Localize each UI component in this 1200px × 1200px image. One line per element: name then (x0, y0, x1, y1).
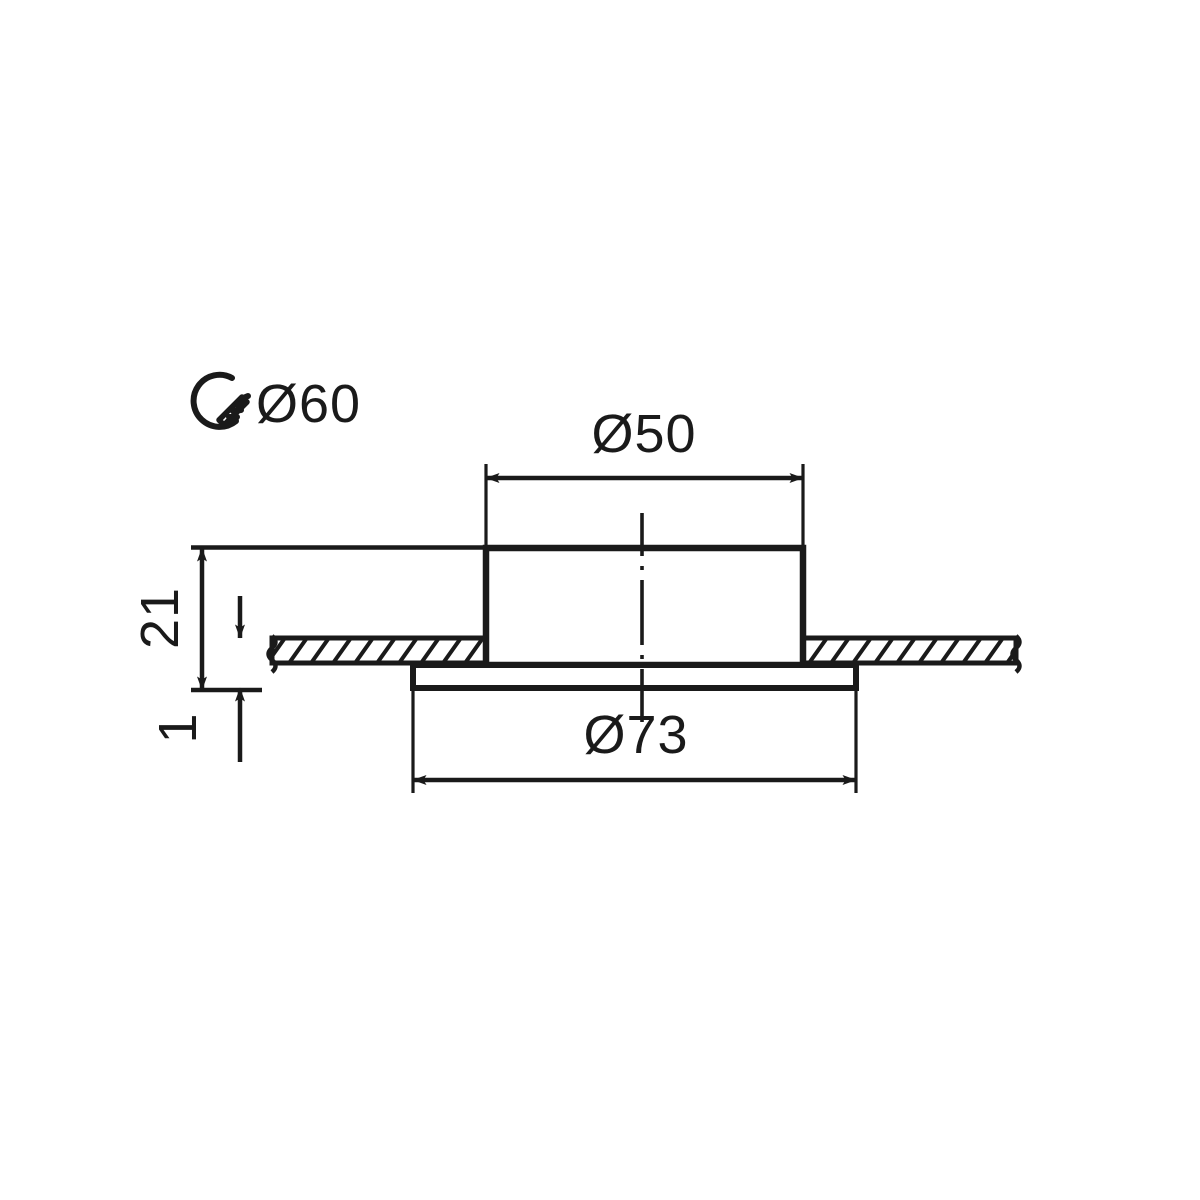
break-line-right (1010, 634, 1022, 674)
inner-diameter-label: Ø50 (591, 404, 696, 464)
cutout-note-group: Ø60 (190, 371, 361, 434)
body-height-label: 21 (130, 587, 190, 649)
dimension-body-height: 21 (130, 547, 262, 693)
fixture-body-outline (482, 544, 807, 669)
dimension-inner-diameter: Ø50 (484, 404, 805, 552)
cutout-diameter-label: Ø60 (256, 374, 361, 434)
dimension-trim-thickness: 1 (148, 596, 245, 762)
break-line-left (266, 634, 278, 674)
trim-flange-outline (410, 662, 859, 691)
trim-thickness-label: 1 (148, 712, 208, 743)
dimension-outer-diameter: Ø73 (411, 668, 858, 793)
outer-diameter-label: Ø73 (583, 705, 688, 765)
cutout-hole-saw-icon (190, 371, 251, 430)
ceiling-slab-right (793, 634, 1022, 674)
